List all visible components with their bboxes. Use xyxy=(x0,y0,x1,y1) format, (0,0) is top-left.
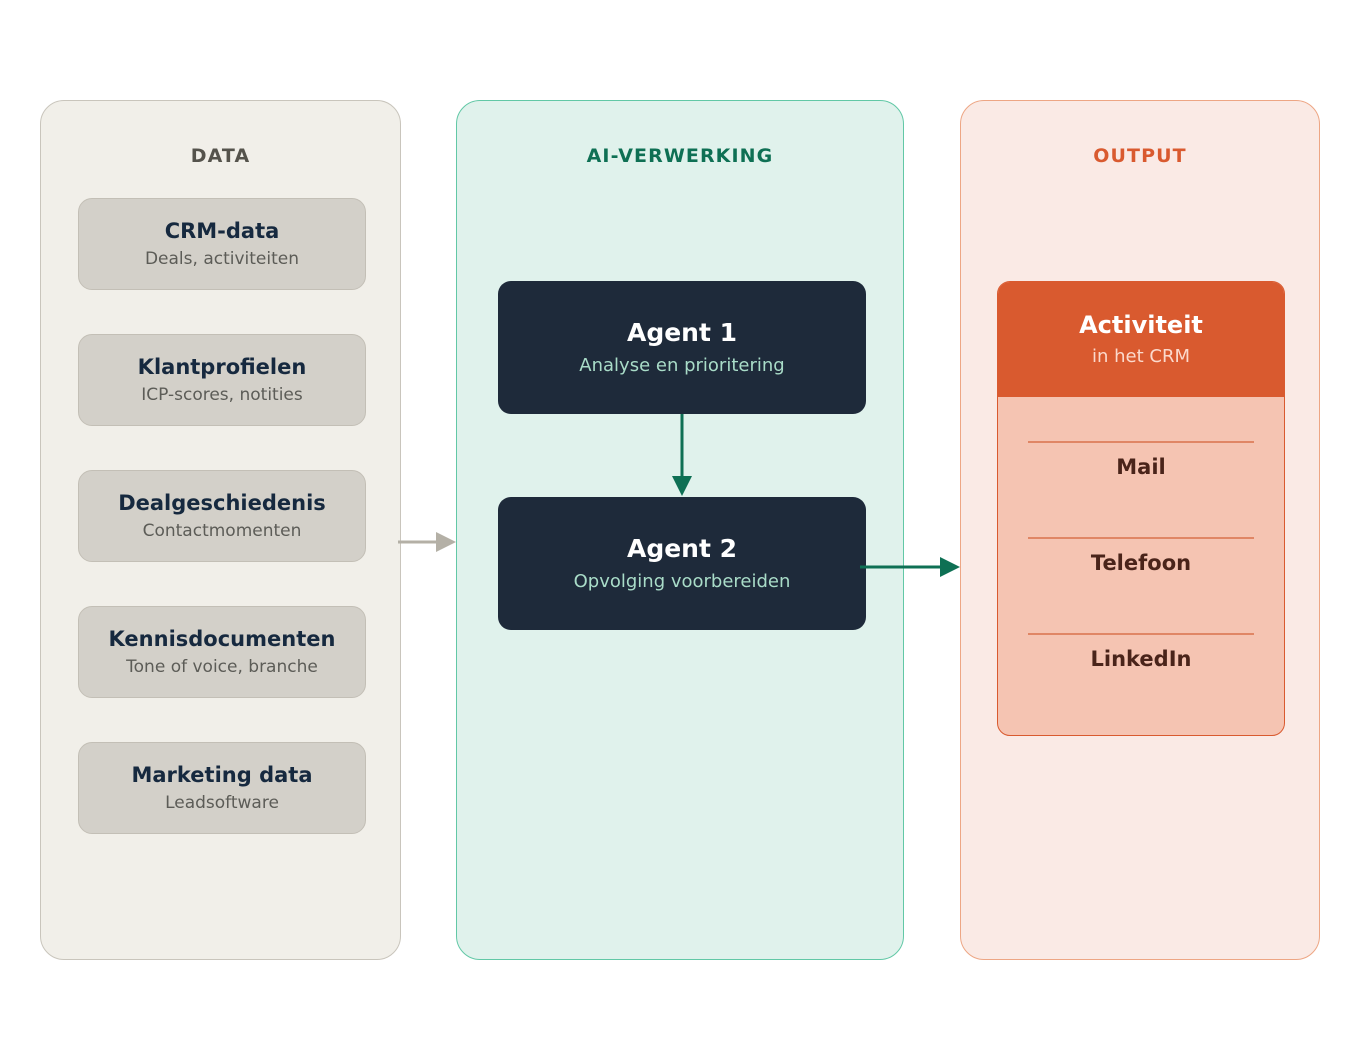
data-card-dealgeschiedenis[interactable]: Dealgeschiedenis Contactmomenten xyxy=(78,470,366,562)
data-card-crm[interactable]: CRM-data Deals, activiteiten xyxy=(78,198,366,290)
data-card-subtitle: Leadsoftware xyxy=(165,792,279,813)
agent-card-1[interactable]: Agent 1 Analyse en prioritering xyxy=(498,281,866,414)
output-activity-card[interactable]: Activiteit in het CRM Mail Telefoon Link… xyxy=(997,281,1285,736)
output-channel-mail[interactable]: Mail xyxy=(1116,455,1166,479)
divider xyxy=(1028,441,1254,443)
output-channel-telefoon[interactable]: Telefoon xyxy=(1090,551,1192,575)
column-ai-title: AI-VERWERKING xyxy=(586,145,774,167)
data-card-title: Dealgeschiedenis xyxy=(118,490,326,515)
data-card-kennisdocumenten[interactable]: Kennisdocumenten Tone of voice, branche xyxy=(78,606,366,698)
data-card-subtitle: ICP-scores, notities xyxy=(141,384,303,405)
agent-card-subtitle: Analyse en prioritering xyxy=(579,354,785,376)
arrow-ai-to-output-icon xyxy=(860,550,964,588)
output-card-subtitle: in het CRM xyxy=(1092,345,1190,367)
output-card-title: Activiteit xyxy=(1079,311,1203,340)
column-output: OUTPUT Activiteit in het CRM Mail Telefo… xyxy=(960,100,1320,960)
arrow-agent1-to-agent2-icon xyxy=(672,414,692,497)
data-card-list: CRM-data Deals, activiteiten Klantprofie… xyxy=(78,198,366,878)
data-card-title: CRM-data xyxy=(164,218,280,243)
data-card-title: Marketing data xyxy=(131,762,313,787)
column-ai: AI-VERWERKING Agent 1 Analyse en priorit… xyxy=(456,100,904,960)
data-card-klantprofielen[interactable]: Klantprofielen ICP-scores, notities xyxy=(78,334,366,426)
column-data: DATA CRM-data Deals, activiteiten Klantp… xyxy=(40,100,401,960)
divider xyxy=(1028,537,1254,539)
column-data-title: DATA xyxy=(190,145,251,167)
agent-card-2[interactable]: Agent 2 Opvolging voorbereiden xyxy=(498,497,866,630)
divider xyxy=(1028,633,1254,635)
agent-card-subtitle: Opvolging voorbereiden xyxy=(573,570,791,592)
data-card-title: Klantprofielen xyxy=(137,354,307,379)
column-output-title: OUTPUT xyxy=(1093,145,1187,167)
data-card-marketing[interactable]: Marketing data Leadsoftware xyxy=(78,742,366,834)
data-card-subtitle: Tone of voice, branche xyxy=(126,656,318,677)
output-channel-linkedin[interactable]: LinkedIn xyxy=(1090,647,1192,671)
data-card-subtitle: Contactmomenten xyxy=(142,520,302,541)
output-card-header: Activiteit in het CRM xyxy=(998,282,1284,397)
agent-card-title: Agent 2 xyxy=(626,534,738,564)
output-channel-list: Mail Telefoon LinkedIn xyxy=(998,419,1284,735)
arrow-data-to-ai-icon xyxy=(398,525,460,563)
data-card-title: Kennisdocumenten xyxy=(108,626,336,651)
data-card-subtitle: Deals, activiteiten xyxy=(144,248,300,269)
agent-card-title: Agent 1 xyxy=(626,318,738,348)
